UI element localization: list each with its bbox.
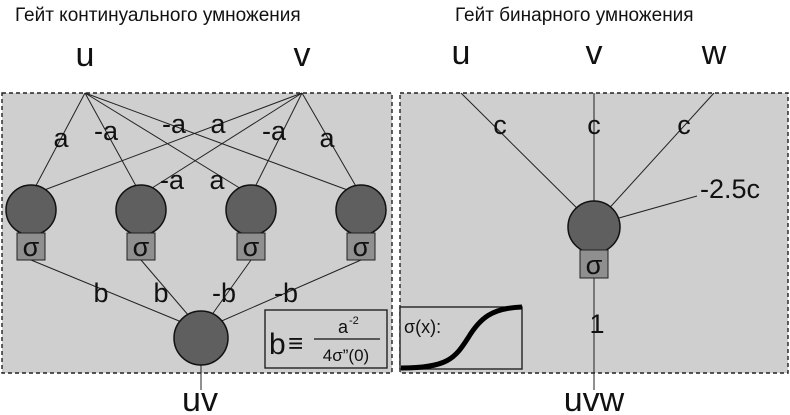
sigmoid-label: σ(x): xyxy=(404,317,441,337)
right-output-uvw: uvw xyxy=(564,381,625,415)
right-input-w: w xyxy=(701,34,727,72)
left-weight-label: a xyxy=(319,123,335,153)
left-weight-label: -a xyxy=(160,165,185,195)
right-input-u: u xyxy=(452,34,471,72)
left-neuron-1: σ xyxy=(5,184,57,262)
right-neuron: σ xyxy=(567,200,621,280)
sigma-label: σ xyxy=(133,232,150,262)
left-weight-label: -a xyxy=(262,116,287,146)
left-neuron-3: σ xyxy=(225,184,277,262)
formula-b: b xyxy=(269,328,286,361)
right-weight-label: c xyxy=(677,110,691,140)
sigma-label: σ xyxy=(23,232,40,262)
formula-equiv: ≡ xyxy=(288,328,303,358)
left-neuron-2: σ xyxy=(115,184,167,262)
right-weight-label: c xyxy=(587,110,601,140)
left-gate-title: Гейт континуального умножения xyxy=(15,5,301,26)
left-output-weight: b xyxy=(153,278,168,308)
sigma-label: σ xyxy=(243,232,260,262)
formula-denominator: 4σ”(0) xyxy=(323,346,369,365)
left-weight-label: a xyxy=(53,123,69,153)
left-output-weight: b xyxy=(93,278,108,308)
right-gate-title: Гейт бинарного умножения xyxy=(455,5,694,26)
formula-box: b ≡ a -2 4σ”(0) xyxy=(264,309,388,369)
left-weight-label: -a xyxy=(162,109,187,139)
right-weight-label: c xyxy=(493,110,507,140)
formula-numerator: a xyxy=(338,317,349,337)
sigmoid-inset: σ(x): xyxy=(399,304,523,371)
left-weight-label: a xyxy=(210,109,226,139)
right-input-v: v xyxy=(586,34,603,72)
left-weight-label: -a xyxy=(94,116,119,146)
bias-weight-label: -2.5c xyxy=(700,174,760,204)
left-input-v: v xyxy=(294,36,311,74)
left-gate-edges xyxy=(30,92,362,390)
left-neuron-4: σ xyxy=(335,184,387,262)
sigma-label: σ xyxy=(353,232,370,262)
left-output-weight: -b xyxy=(212,278,236,308)
sigmoid-curve xyxy=(400,304,523,371)
left-output-neuron xyxy=(173,310,229,366)
formula-numerator-exponent: -2 xyxy=(349,315,359,327)
left-weight-label: a xyxy=(209,165,225,195)
left-output-uv: uv xyxy=(182,381,218,415)
sigma-label: σ xyxy=(586,250,603,280)
left-output-weight: -b xyxy=(274,278,298,308)
left-input-u: u xyxy=(76,36,95,74)
right-output-weight: 1 xyxy=(589,309,604,339)
